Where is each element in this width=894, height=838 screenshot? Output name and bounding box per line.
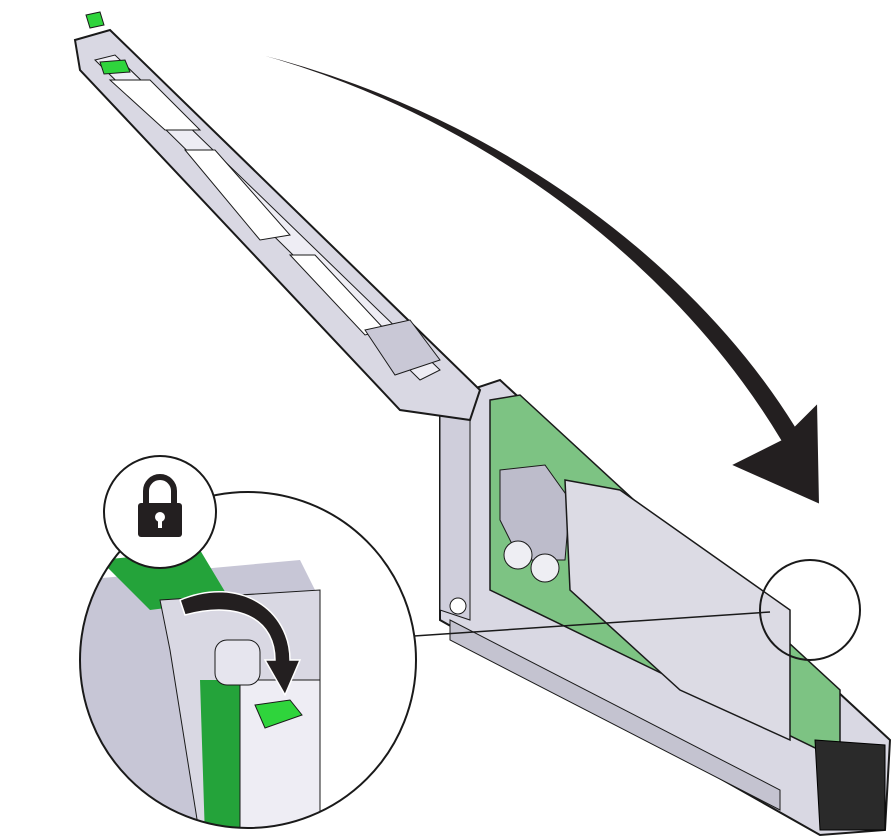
detail-callout-icon bbox=[759, 559, 861, 661]
lock-icon bbox=[103, 455, 217, 569]
card-body bbox=[439, 378, 892, 837]
lever-arm bbox=[73, 11, 482, 422]
module-cover bbox=[564, 479, 791, 742]
heatsink bbox=[499, 464, 571, 561]
detail-magnifier bbox=[79, 491, 417, 829]
latch-green bbox=[254, 699, 303, 729]
lever-latch bbox=[85, 11, 105, 29]
rotation-arrow-icon bbox=[147, 31, 822, 507]
callout-leader-line bbox=[413, 611, 771, 637]
connector bbox=[814, 739, 886, 831]
detail-rotation-arrow-icon bbox=[179, 591, 302, 697]
